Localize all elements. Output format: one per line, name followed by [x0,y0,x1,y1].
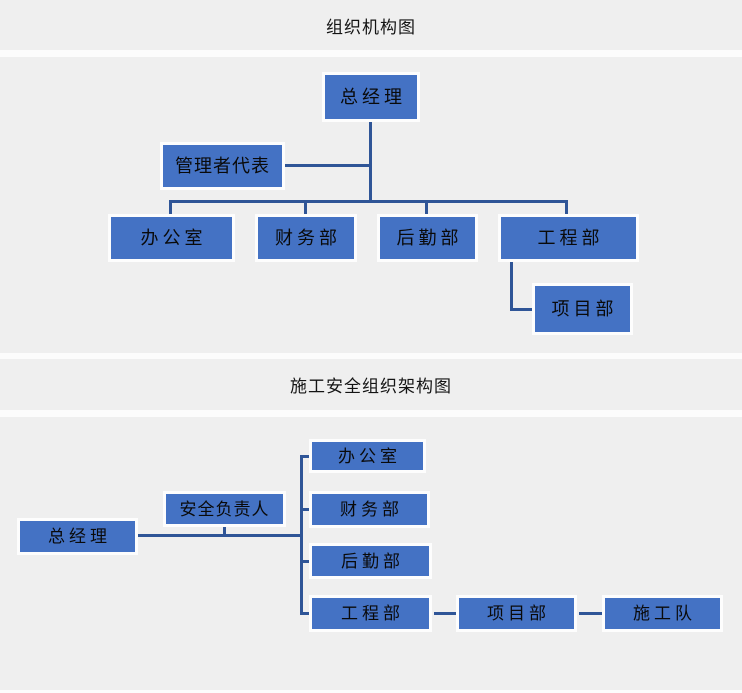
connector-stub-engineering-2 [300,612,310,615]
node-office-2: 办公室 [309,439,426,473]
chart2-title: 施工安全组织架构图 [290,377,452,396]
connector-stub-finance-2 [300,508,310,511]
node-logistics-1: 后勤部 [377,214,478,262]
connector-gm-trunk [369,121,372,203]
connector-rail [169,200,568,203]
node-management-rep: 管理者代表 [160,142,285,190]
connector-trunk-2 [300,455,303,615]
node-finance-2: 财务部 [309,491,430,528]
separator-strip-3 [0,410,742,417]
connector-engineering-project-2 [434,612,457,615]
node-logistics-2: 后勤部 [309,543,432,579]
separator-strip-1 [0,50,742,57]
connector-engineering-project-h [510,308,534,311]
connector-drop-office [169,202,172,215]
node-safety-officer: 安全负责人 [163,491,286,527]
node-project-2: 项目部 [456,595,577,632]
connector-engineering-project-v [510,262,513,311]
node-office-1: 办公室 [108,214,235,262]
connector-stub-office-2 [300,455,310,458]
connector-safety-stub [223,525,226,537]
node-engineering-1: 工程部 [498,214,639,262]
connector-gm-main [138,534,302,537]
connector-management-rep [285,164,371,167]
node-general-manager-1: 总经理 [322,72,420,122]
connector-stub-logistics-2 [300,560,310,563]
connector-drop-finance [304,202,307,215]
node-general-manager-2: 总经理 [17,518,138,555]
node-construction-team: 施工队 [602,595,723,632]
node-project-1: 项目部 [532,283,633,335]
separator-strip-2 [0,353,742,359]
chart1-title: 组织机构图 [326,17,416,37]
connector-drop-logistics [425,202,428,215]
node-finance-1: 财务部 [255,214,357,262]
node-engineering-2: 工程部 [309,595,432,632]
separator-strip-4 [0,690,742,693]
connector-drop-engineering [565,202,568,215]
connector-project-team-2 [579,612,603,615]
